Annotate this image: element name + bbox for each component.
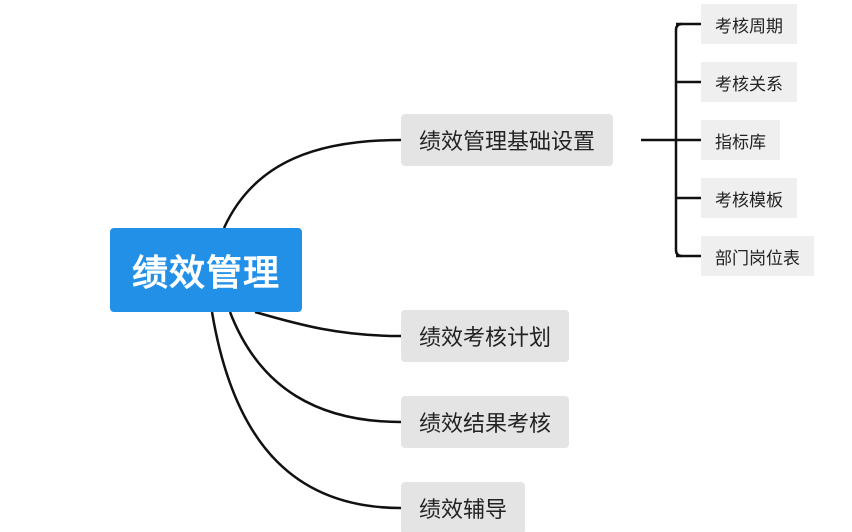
branch-node-basic-settings[interactable]: 绩效管理基础设置	[401, 114, 614, 166]
branch-node-coaching[interactable]: 绩效辅导	[401, 482, 526, 532]
leaf-node-assessment-relation[interactable]: 考核关系	[701, 62, 797, 102]
connector-root-to-coaching	[210, 311, 402, 510]
connector-root-to-result	[228, 311, 402, 424]
leaf-node-dept-position-table[interactable]: 部门岗位表	[701, 236, 814, 276]
leaf-node-assessment-template[interactable]: 考核模板	[701, 178, 797, 218]
leaf-node-assessment-cycle[interactable]: 考核周期	[701, 4, 797, 44]
branch-node-assessment-plan[interactable]: 绩效考核计划	[401, 310, 570, 362]
leaf-node-index-library[interactable]: 指标库	[701, 120, 780, 160]
connector-root-to-basic-settings	[222, 138, 402, 229]
root-node[interactable]: 绩效管理	[110, 228, 302, 312]
branch-node-result-assessment[interactable]: 绩效结果考核	[401, 396, 570, 448]
connector-root-to-plan	[254, 310, 402, 338]
